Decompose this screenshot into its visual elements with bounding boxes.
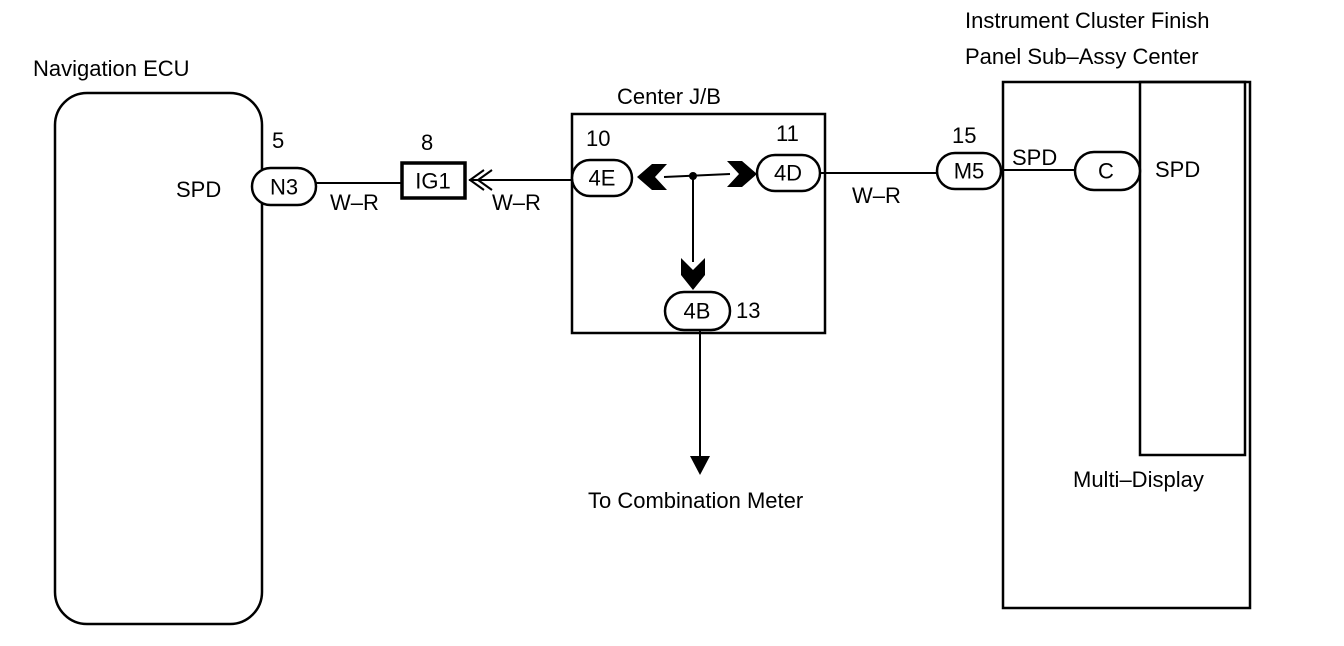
connector-code: 4D xyxy=(774,161,802,186)
connector-pin-number: 15 xyxy=(952,123,976,148)
lead-to-combination-meter: To Combination Meter xyxy=(588,330,803,513)
chevron-left-icon xyxy=(476,169,493,191)
wire-color-label: W–R xyxy=(852,183,901,208)
center-jb-body xyxy=(570,112,827,335)
instrument-cluster-body xyxy=(1001,80,1252,610)
connector-code: C xyxy=(1098,159,1114,184)
connector-code: N3 xyxy=(270,175,298,200)
wire-n3-ig1: W–R xyxy=(316,182,402,215)
connector-shape xyxy=(570,158,634,198)
connector-shape xyxy=(1073,150,1142,192)
wire-color-label: W–R xyxy=(492,190,541,215)
connector-pin-number: 10 xyxy=(586,126,610,151)
navigation-ecu-title: Navigation ECU xyxy=(33,56,190,81)
wire-color-label: W–R xyxy=(330,190,379,215)
connector-pin-number: 13 xyxy=(736,298,760,323)
connector-shape xyxy=(250,166,318,207)
instrument-cluster-panel: Instrument Cluster Finish Panel Sub–Assy… xyxy=(965,8,1252,610)
connector-4b: 4B 13 xyxy=(663,290,760,332)
connector-m5: 15 M5 xyxy=(935,123,1003,191)
instrument-cluster-terminal-label: SPD xyxy=(1012,145,1057,170)
connector-4e: 10 4E xyxy=(570,126,634,198)
navigation-ecu-body xyxy=(53,91,264,626)
navigation-ecu: Navigation ECU SPD xyxy=(33,56,264,626)
arrow-left-icon xyxy=(637,164,667,190)
wire-ig1-4e: W–R xyxy=(468,169,572,215)
destination-label: To Combination Meter xyxy=(588,488,803,513)
center-jb-title: Center J/B xyxy=(617,84,721,109)
junction-dot xyxy=(689,172,697,180)
connector-n3: 5 N3 xyxy=(250,128,318,207)
multi-display-label: Multi–Display xyxy=(1073,467,1204,492)
arrow-down-icon xyxy=(681,258,705,290)
chevron-left-icon xyxy=(468,169,485,191)
arrow-right-icon xyxy=(727,161,757,187)
arrow-down-icon xyxy=(690,456,710,475)
connector-code: 4E xyxy=(589,166,616,191)
multi-display-terminal-label: SPD xyxy=(1155,157,1200,182)
wire-4d-m5: W–R xyxy=(820,172,938,208)
connector-4d: 11 4D xyxy=(755,121,822,193)
center-junction-block: Center J/B 10 4E 11 4D 4B 13 xyxy=(570,84,827,335)
navigation-ecu-terminal-label: SPD xyxy=(176,177,221,202)
multi-display-body xyxy=(1138,80,1247,457)
connector-shape xyxy=(663,290,732,332)
instrument-cluster-title-line1: Instrument Cluster Finish xyxy=(965,8,1210,33)
connector-c: C xyxy=(1073,150,1142,192)
instrument-cluster-title-line2: Panel Sub–Assy Center xyxy=(965,44,1199,69)
internal-bus-line xyxy=(663,173,731,178)
connector-ig1: 8 IG1 xyxy=(400,130,467,200)
connector-shape xyxy=(400,161,467,200)
connector-pin-number: 5 xyxy=(272,128,284,153)
connector-code: IG1 xyxy=(415,169,450,194)
connector-code: 4B xyxy=(684,299,711,324)
connector-code: M5 xyxy=(954,159,985,184)
connector-pin-number: 8 xyxy=(421,130,433,155)
connector-pin-number: 11 xyxy=(776,121,799,146)
